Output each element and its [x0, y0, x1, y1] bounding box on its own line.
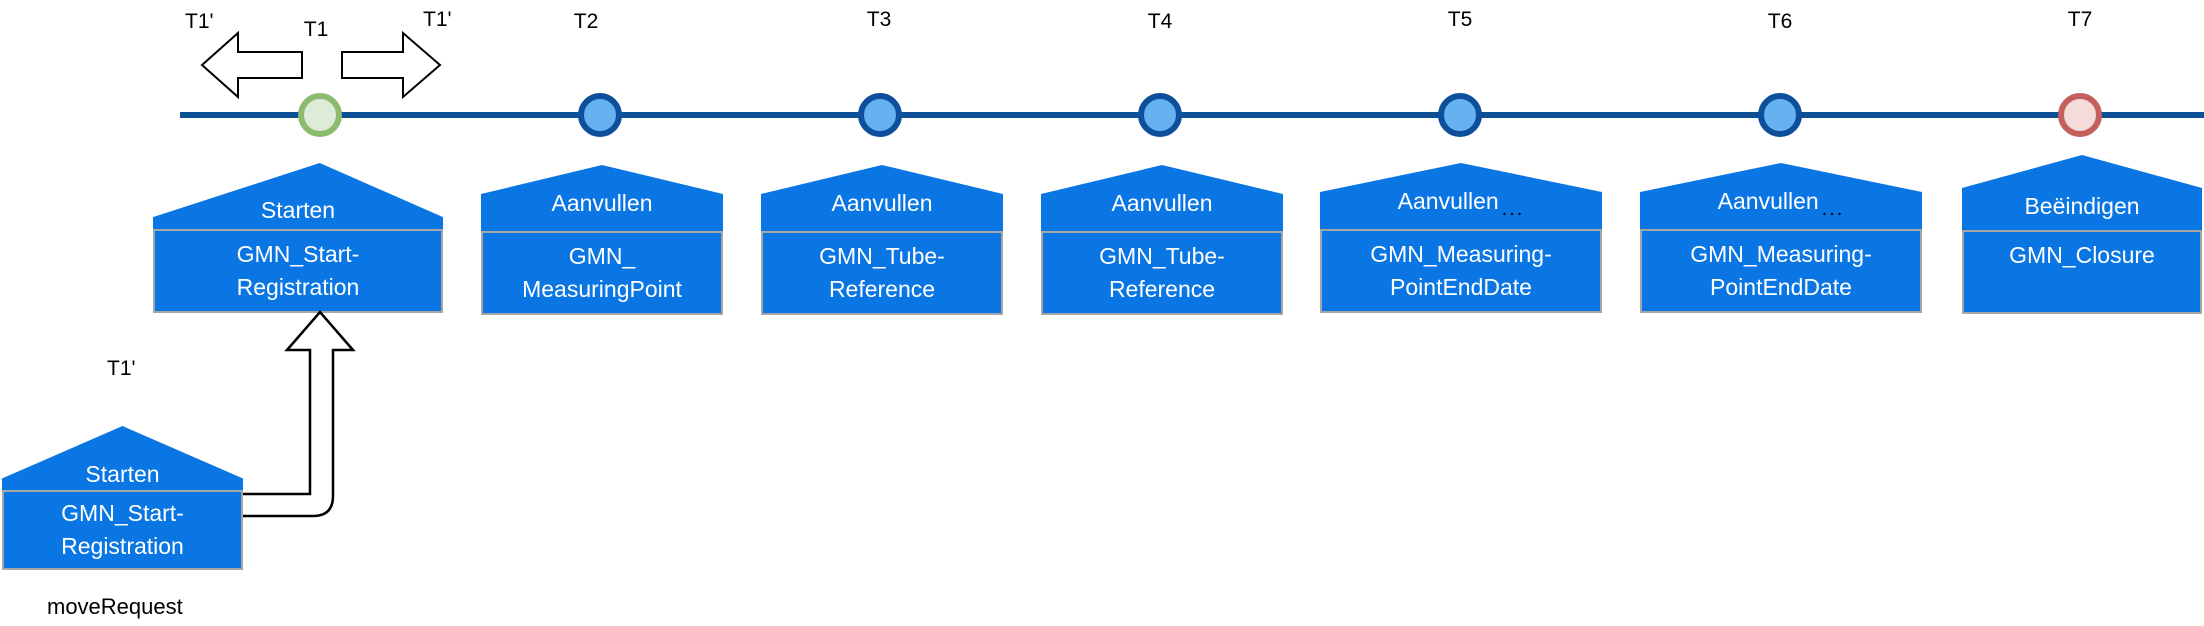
milestone-label-t7: T7	[2067, 8, 2093, 31]
phase-roof: Starten	[153, 163, 443, 229]
phase-body-line1: GMN_Closure	[2009, 242, 2155, 268]
milestone-label-t3: T3	[866, 8, 892, 31]
phase-body-line1: GMN_Measuring-	[1370, 241, 1552, 267]
move-request-caption: moveRequest	[47, 594, 183, 619]
move-right-arrow-icon	[341, 30, 442, 100]
phase-body-line2: Registration	[236, 274, 360, 300]
ellipsis-annotation: ...	[1501, 198, 1525, 220]
phase-body-line2: PointEndDate	[1390, 274, 1532, 300]
phase-body-line1: GMN_Measuring-	[1690, 241, 1872, 267]
phase-body-line1: GMN_Tube-	[1099, 243, 1225, 269]
ellipsis-annotation: ...	[1821, 198, 1845, 220]
phase-body: GMN_Tube- Reference	[1041, 231, 1283, 315]
phase-roof: Aanvullen	[481, 165, 723, 231]
phase-body: GMN_Start- Registration	[153, 229, 443, 313]
milestone-label-t6: T6	[1767, 10, 1793, 33]
phase-roof: Aanvullen...	[1320, 163, 1602, 229]
phase-body-line1: GMN_	[568, 243, 636, 269]
phase-body-line2: PointEndDate	[1710, 274, 1852, 300]
phase-roof-label: Beëindigen	[2024, 193, 2140, 219]
milestone-label-t5: T5	[1447, 8, 1473, 31]
phase-roof-label: Starten	[85, 461, 160, 487]
phase-roof: Aanvullen	[761, 165, 1003, 231]
milestone-circle-t7	[2058, 93, 2102, 137]
timeline-axis	[180, 112, 2204, 118]
milestone-label-t1: T1	[303, 18, 329, 41]
phase-box-t7: Beëindigen GMN_Closure	[1962, 155, 2202, 314]
milestone-circle-t4	[1138, 93, 1182, 137]
phase-body-line2: MeasuringPoint	[522, 276, 682, 302]
phase-body: GMN_ MeasuringPoint	[481, 231, 723, 315]
t1-prime-right-label: T1'	[423, 8, 452, 31]
phase-body-line1: GMN_Start-	[236, 241, 360, 267]
phase-box-t3: Aanvullen GMN_Tube- Reference	[761, 165, 1003, 315]
phase-body: GMN_Tube- Reference	[761, 231, 1003, 315]
milestone-circle-t2	[578, 93, 622, 137]
milestone-label-t2: T2	[573, 10, 599, 33]
phase-body-line2: Reference	[1108, 276, 1216, 302]
phase-roof-label: Aanvullen...	[1717, 188, 1845, 220]
phase-roof-label: Aanvullen	[551, 190, 653, 216]
milestone-label-t4: T4	[1147, 10, 1173, 33]
phase-roof-label: Aanvullen...	[1397, 188, 1525, 220]
phase-roof: Beëindigen	[1962, 155, 2202, 230]
milestone-circle-t1	[298, 93, 342, 137]
t1-prime-lower-label: T1'	[107, 357, 136, 380]
move-request-arrow-fill	[243, 312, 353, 516]
phase-box-moved: Starten GMN_Start- Registration	[2, 426, 243, 570]
phase-roof: Aanvullen	[1041, 165, 1283, 231]
milestone-circle-t3	[858, 93, 902, 137]
phase-box-t4: Aanvullen GMN_Tube- Reference	[1041, 165, 1283, 315]
phase-box-t6: Aanvullen... GMN_Measuring- PointEndDate	[1640, 163, 1922, 313]
phase-roof-label: Aanvullen	[831, 190, 933, 216]
phase-roof-label: Starten	[260, 197, 336, 223]
phase-box-t5: Aanvullen... GMN_Measuring- PointEndDate	[1320, 163, 1602, 313]
phase-body-line1: GMN_Tube-	[819, 243, 945, 269]
milestone-circle-t5	[1438, 93, 1482, 137]
phase-body: GMN_Measuring- PointEndDate	[1320, 229, 1602, 313]
milestone-circle-t6	[1758, 93, 1802, 137]
move-request-arrow-icon	[243, 310, 356, 518]
phase-body: GMN_Closure	[1962, 230, 2202, 314]
phase-box-t2: Aanvullen GMN_ MeasuringPoint	[481, 165, 723, 315]
phase-roof: Starten	[2, 426, 243, 490]
move-left-arrow-icon	[200, 30, 303, 100]
t1-prime-left-label: T1'	[185, 10, 214, 33]
phase-roof-label: Aanvullen	[1111, 190, 1213, 216]
phase-body-line2: Registration	[61, 533, 184, 559]
phase-body: GMN_Measuring- PointEndDate	[1640, 229, 1922, 313]
phase-roof: Aanvullen...	[1640, 163, 1922, 229]
phase-body-line1: GMN_Start-	[61, 500, 184, 526]
phase-body: GMN_Start- Registration	[2, 490, 243, 570]
phase-body-line2: Reference	[828, 276, 936, 302]
phase-box-t1: Starten GMN_Start- Registration	[153, 163, 443, 313]
